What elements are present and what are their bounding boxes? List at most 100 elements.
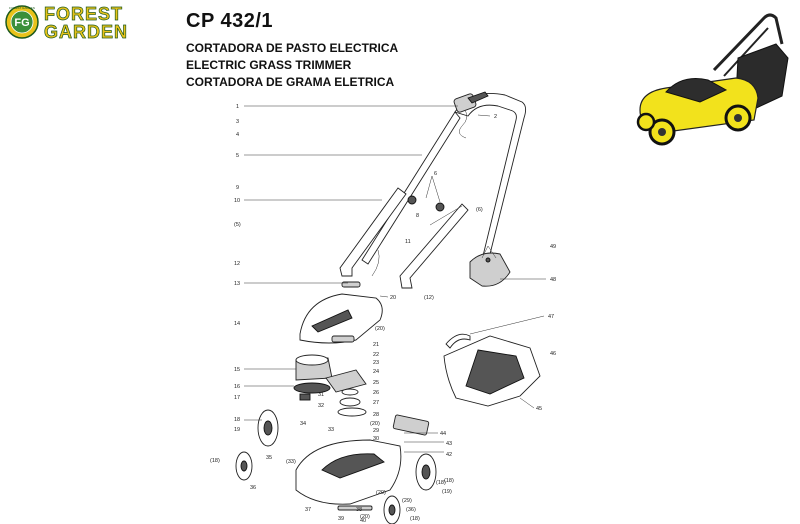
callout-16: 16 xyxy=(234,384,240,390)
wheel-upper-left xyxy=(257,409,279,447)
height-lever xyxy=(392,414,430,436)
callout-8: 8 xyxy=(416,213,419,219)
logo-ring-text: FOREST GARDEN xyxy=(9,6,35,10)
model-number: CP 432/1 xyxy=(186,10,274,32)
callout-13: 13 xyxy=(234,281,240,287)
callout-6p: (6) xyxy=(476,207,483,213)
bearing xyxy=(299,393,311,401)
photo-motor-cover xyxy=(665,78,728,103)
wheel-front xyxy=(383,495,401,524)
callout-26: 26 xyxy=(373,390,379,396)
callout-33p: (33) xyxy=(286,459,296,465)
callout-48: 48 xyxy=(550,277,556,283)
cable xyxy=(459,109,468,139)
logo-line-garden: GARDEN xyxy=(44,22,128,40)
callout-31: 31 xyxy=(318,392,324,398)
callout-22: 22 xyxy=(373,352,379,358)
callout-24: 24 xyxy=(373,369,379,375)
pulley-27 xyxy=(339,397,361,407)
cable-lower xyxy=(371,249,380,277)
drive-plate xyxy=(325,369,367,393)
callout-5p: (5) xyxy=(234,222,241,228)
callout-17: 17 xyxy=(234,395,240,401)
callout-15: 15 xyxy=(234,367,240,373)
wheel-lower-left xyxy=(235,451,253,481)
upper-handle xyxy=(454,92,527,263)
belt-28 xyxy=(337,407,367,417)
fan xyxy=(293,382,331,394)
callout-32: 32 xyxy=(318,403,324,409)
callout-43: 43 xyxy=(446,441,452,447)
callout-20b: (20) xyxy=(370,421,380,427)
switch-lever xyxy=(467,91,489,104)
callout-18: 18 xyxy=(234,417,240,423)
callout-11: 11 xyxy=(405,239,411,245)
callout-37: 37 xyxy=(305,507,311,513)
callout-21: 21 xyxy=(373,342,379,348)
wheel-right xyxy=(415,453,437,491)
callout-12: 12 xyxy=(234,261,240,267)
callout-9: 9 xyxy=(236,185,239,191)
callout-20: 20 xyxy=(390,295,396,301)
callout-14: 14 xyxy=(234,321,240,327)
title-block: CP 432/1 CORTADORA DE PASTO ELECTRICA EL… xyxy=(186,10,398,91)
callout-45: 45 xyxy=(536,406,542,412)
photo-small-wheel xyxy=(636,112,656,132)
blade xyxy=(337,505,373,511)
brand-logo: FG FOREST GARDEN FOREST GARDEN xyxy=(5,4,128,40)
lower-handle-right xyxy=(399,203,469,289)
photo-rear-hub xyxy=(734,114,742,122)
photo-handle-inner xyxy=(723,27,769,77)
callout-29: 29 xyxy=(373,428,379,434)
leader-lines xyxy=(244,105,546,453)
washer-26 xyxy=(341,388,359,396)
logo-line-forest: FOREST xyxy=(44,4,123,24)
lower-handle-left xyxy=(339,187,407,277)
callout-27: 27 xyxy=(373,400,379,406)
callout-35: 35 xyxy=(266,455,272,461)
motor-cover-vents xyxy=(311,309,353,333)
callout-10: 10 xyxy=(234,198,240,204)
callout-12p: (12) xyxy=(424,295,434,301)
callout-30: 30 xyxy=(373,436,379,442)
callout-36p: (36) xyxy=(406,507,416,513)
knob-left xyxy=(407,195,417,205)
callout-18c: (18) xyxy=(410,516,420,522)
knob-right xyxy=(435,202,445,212)
upper-handle-left-tube xyxy=(361,111,461,265)
callout-18a: (18) xyxy=(210,458,220,464)
callout-39: 39 xyxy=(338,516,344,522)
callout-40: 40 xyxy=(360,518,366,524)
cover-clip xyxy=(331,335,355,343)
callout-20c: (20) xyxy=(376,490,386,496)
logo-ring-inner xyxy=(10,10,34,34)
callout-29p: (29) xyxy=(402,498,412,504)
callout-18b: (18) xyxy=(436,480,446,486)
callout-23: 23 xyxy=(373,360,379,366)
catcher-mesh xyxy=(465,349,525,395)
callout-28: 28 xyxy=(373,412,379,418)
deck-opening xyxy=(321,453,385,479)
callout-4: 4 xyxy=(236,132,239,138)
motor-top xyxy=(295,354,329,366)
callout-19: 19 xyxy=(234,427,240,433)
catcher-lid-fastener xyxy=(485,257,491,263)
subtitle-english: ELECTRIC GRASS TRIMMER xyxy=(186,58,352,72)
callout-44: 44 xyxy=(440,431,446,437)
callout-5: 5 xyxy=(236,153,239,159)
product-photo xyxy=(636,13,789,146)
callout-1: 1 xyxy=(236,104,239,110)
callout-33: 33 xyxy=(328,427,334,433)
callout-34: 34 xyxy=(300,421,306,427)
callout-18d: (18) xyxy=(444,478,454,484)
callout-46: 46 xyxy=(550,351,556,357)
callout-47: 47 xyxy=(548,314,554,320)
callout-20d: (20) xyxy=(360,514,370,520)
callout-2: 2 xyxy=(494,114,497,120)
callout-20a: (20) xyxy=(375,326,385,332)
callout-19p: (19) xyxy=(442,489,452,495)
catcher-lid xyxy=(469,252,511,287)
subtitle-portuguese: CORTADORA DE GRAMA ELETRICA xyxy=(186,75,395,89)
callout-49: 49 xyxy=(550,244,556,250)
